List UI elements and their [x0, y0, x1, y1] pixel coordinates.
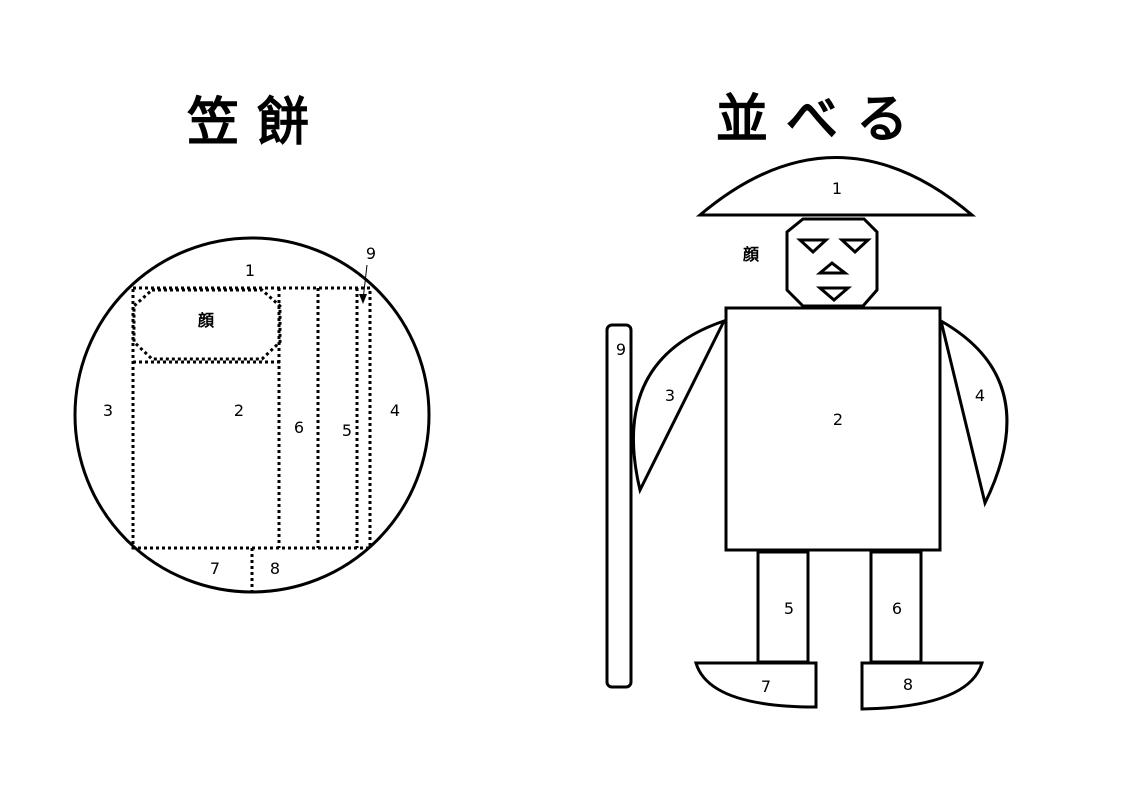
right-arm-piece — [938, 317, 1009, 508]
right-piece-6: 6 — [892, 599, 902, 618]
right-piece-7: 7 — [761, 677, 771, 696]
left-piece-5: 5 — [342, 421, 352, 440]
left-arm-piece — [632, 318, 727, 495]
right-eye — [838, 238, 872, 255]
right-piece-5: 5 — [784, 599, 794, 618]
cutting-layout: 笠 餅 顔 1 2 3 4 5 6 7 8 9 — [73, 93, 431, 594]
right-piece-9: 9 — [616, 340, 626, 359]
left-piece-4: 4 — [390, 401, 400, 420]
arrow-9-head — [359, 294, 367, 304]
right-foot-piece — [860, 661, 985, 711]
left-eye — [796, 238, 830, 255]
left-face-label: 顔 — [197, 311, 215, 330]
right-face-label: 顔 — [742, 245, 760, 264]
right-piece-4: 4 — [975, 386, 985, 405]
left-piece-2: 2 — [234, 401, 244, 420]
right-piece-3: 3 — [665, 386, 675, 405]
face-piece — [785, 217, 879, 308]
left-piece-8: 8 — [270, 559, 280, 578]
left-foot-piece — [693, 661, 818, 709]
right-title: 並 べ る — [716, 90, 908, 150]
cut-lines — [131, 286, 372, 592]
staff-piece — [605, 323, 633, 689]
left-piece-7: 7 — [210, 559, 220, 578]
assembled-figure: 並 べ る 顔 1 2 3 4 5 6 7 8 — [605, 90, 1009, 711]
right-piece-1: 1 — [832, 179, 842, 198]
right-piece-2: 2 — [833, 410, 843, 429]
mouth — [815, 286, 853, 302]
mochi-circle — [73, 236, 431, 594]
left-piece-3: 3 — [103, 401, 113, 420]
hat-piece — [695, 156, 977, 217]
left-piece-9: 9 — [366, 244, 376, 263]
nose — [815, 261, 850, 275]
cut-face-octagon — [132, 288, 282, 361]
body-piece — [724, 306, 942, 552]
left-piece-1: 1 — [245, 261, 255, 280]
left-piece-6: 6 — [294, 418, 304, 437]
cut-outer-rect — [131, 286, 372, 550]
left-title: 笠 餅 — [187, 93, 309, 153]
right-piece-8: 8 — [903, 675, 913, 694]
